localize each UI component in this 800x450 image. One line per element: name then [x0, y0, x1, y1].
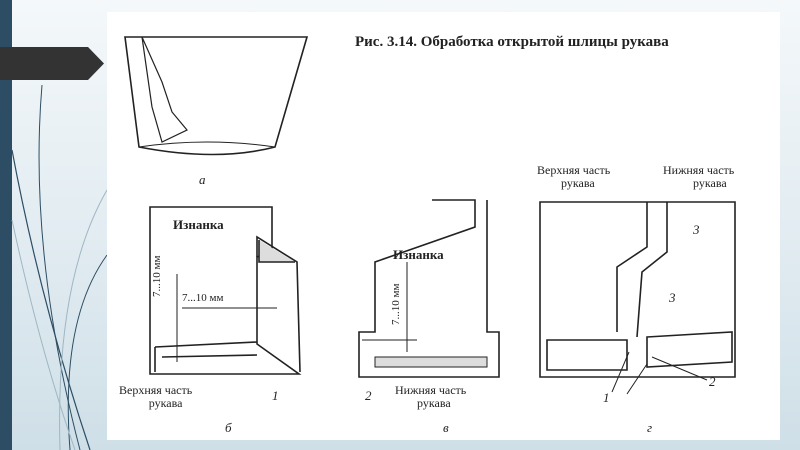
- panel-v-number-2: 2: [365, 388, 372, 403]
- panel-a-letter: а: [199, 172, 206, 187]
- technical-drawing: [124, 36, 736, 395]
- panel-v-inside-label: Изнанка: [393, 247, 444, 262]
- panel-g-letter: г: [647, 420, 653, 435]
- panel-b-letter: б: [225, 420, 232, 435]
- decorative-curves: [11, 84, 108, 450]
- panel-b-inside-label: Изнанка: [173, 217, 224, 232]
- panel-g-number-3b: 3: [669, 290, 676, 305]
- panel-b-dim-vertical: 7...10 мм: [151, 255, 163, 297]
- arrow-marker: [0, 47, 104, 80]
- panel-g-drawing: [539, 201, 736, 395]
- panel-g-number-2: 2: [709, 374, 716, 389]
- panel-b-drawing: [149, 206, 302, 375]
- panel-v-letter: в: [443, 420, 449, 435]
- panel-b-dim-horizontal: 7...10 мм: [182, 292, 224, 304]
- panel-a-drawing: [124, 36, 309, 156]
- slide-left-bar: [0, 0, 12, 450]
- figure-image: Рис. 3.14. Обработка открытой шлицы рука…: [107, 12, 780, 440]
- panel-g-number-3a: 3: [693, 222, 700, 237]
- panel-v-dim-vertical: 7...10 мм: [390, 283, 402, 325]
- panel-b-number-1: 1: [272, 388, 279, 403]
- panel-g-number-1: 1: [603, 390, 610, 405]
- figure-title: Рис. 3.14. Обработка открытой шлицы рука…: [355, 34, 669, 50]
- panel-v-drawing: [358, 199, 500, 378]
